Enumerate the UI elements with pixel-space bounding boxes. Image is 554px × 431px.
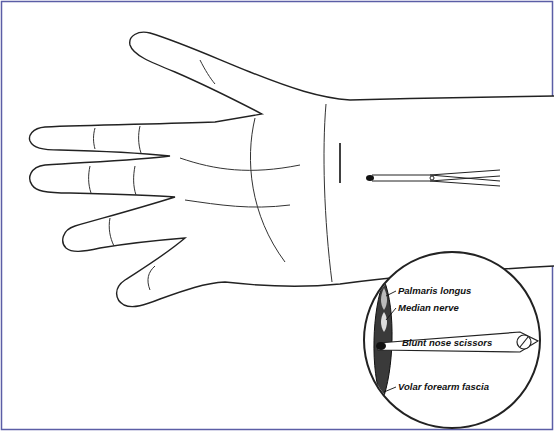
leader-line — [384, 387, 396, 392]
part-label: Palmaris longus — [398, 285, 471, 296]
inset-circle — [364, 252, 540, 428]
median-nerve — [381, 312, 387, 332]
leader-line — [386, 308, 396, 320]
incision-line — [339, 143, 341, 183]
inset-scissors-tip — [376, 342, 386, 350]
part-label: Volar forearm fascia — [398, 381, 489, 392]
incision-opening — [374, 280, 392, 402]
palmaris-tendon — [381, 288, 387, 310]
skin-creases — [89, 60, 300, 290]
inset-content — [374, 280, 538, 402]
inset-scissors — [378, 332, 538, 352]
scissors-pivot — [430, 176, 434, 180]
pivot-slash — [520, 337, 528, 347]
scissors-tip — [366, 175, 374, 181]
leader-line — [386, 291, 396, 296]
part-label: Median nerve — [398, 302, 459, 313]
inset-scissors-pivot — [517, 335, 531, 349]
part-label: Blunt nose scissors — [402, 337, 492, 348]
leader-lines — [384, 291, 396, 392]
scissors — [372, 170, 500, 186]
wrist-crease — [324, 104, 332, 282]
